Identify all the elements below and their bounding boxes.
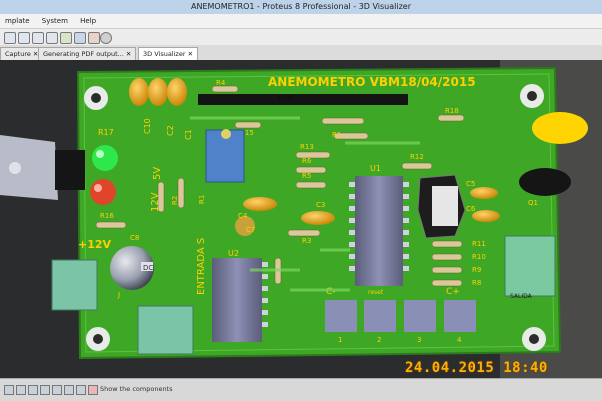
svg-text:4: 4 bbox=[457, 336, 462, 344]
svg-text:R12: R12 bbox=[410, 153, 424, 161]
svg-text:C-: C- bbox=[326, 287, 336, 297]
svg-text:1: 1 bbox=[338, 336, 342, 344]
svg-text:5V: 5V bbox=[152, 167, 163, 180]
view-icon[interactable] bbox=[4, 385, 14, 395]
open-icon[interactable] bbox=[18, 32, 30, 44]
svg-text:SALIDA: SALIDA bbox=[510, 293, 533, 300]
menu-help[interactable]: Help bbox=[80, 17, 97, 25]
svg-text:R16: R16 bbox=[100, 212, 114, 220]
svg-text:C1: C1 bbox=[184, 129, 193, 140]
components-icon[interactable] bbox=[88, 385, 98, 395]
svg-text:R17: R17 bbox=[98, 128, 114, 137]
tab-bar: Capture ✕ Generating PDF output... ✕ 3D … bbox=[0, 45, 602, 61]
schematic-icon[interactable] bbox=[60, 32, 72, 44]
layout-icon[interactable] bbox=[74, 32, 86, 44]
svg-text:12V: 12V bbox=[150, 192, 161, 212]
svg-text:ENTRADA S: ENTRADA S bbox=[196, 238, 207, 295]
view-icon[interactable] bbox=[40, 385, 50, 395]
lcd-header bbox=[198, 94, 408, 105]
window-title: ANEMOMETRO1 - Proteus 8 Professional - 3… bbox=[0, 0, 602, 14]
svg-text:R4: R4 bbox=[216, 79, 226, 87]
svg-text:R6: R6 bbox=[302, 157, 312, 165]
svg-text:C6: C6 bbox=[466, 205, 476, 213]
svg-text:J: J bbox=[117, 291, 120, 299]
tab-pdf-output[interactable]: Generating PDF output... ✕ bbox=[38, 47, 137, 60]
view-icon[interactable] bbox=[16, 385, 26, 395]
entrada-connector bbox=[137, 305, 194, 355]
svg-text:C10: C10 bbox=[143, 118, 152, 134]
mounting-hole-icon bbox=[84, 84, 546, 351]
view-icon[interactable] bbox=[76, 385, 86, 395]
camera-datestamp: 24.04.2015 18:40 bbox=[405, 360, 548, 376]
svg-text:R1: R1 bbox=[198, 195, 206, 204]
menu-template[interactable]: mplate bbox=[5, 17, 30, 25]
svg-text:C3: C3 bbox=[316, 201, 325, 209]
svg-text:R8: R8 bbox=[472, 279, 481, 287]
svg-text:R1: R1 bbox=[332, 131, 341, 139]
sensor-black-icon bbox=[519, 168, 571, 196]
svg-text:LCD1: LCD1 bbox=[278, 95, 294, 102]
svg-text:3: 3 bbox=[417, 336, 421, 344]
save-icon[interactable] bbox=[32, 32, 44, 44]
view-icon[interactable] bbox=[28, 385, 38, 395]
tab-label: 3D Visualizer bbox=[143, 50, 186, 58]
svg-text:U1: U1 bbox=[370, 164, 381, 173]
electrolytic-capacitor bbox=[110, 246, 154, 290]
sensor-yellow-icon bbox=[532, 112, 588, 144]
ic-u1 bbox=[355, 176, 403, 286]
svg-text:R2: R2 bbox=[171, 196, 179, 205]
tab-capture[interactable]: Capture ✕ bbox=[0, 47, 44, 60]
new-icon[interactable] bbox=[4, 32, 16, 44]
svg-text:Q1: Q1 bbox=[528, 199, 538, 207]
svg-text:C2: C2 bbox=[166, 125, 175, 136]
view-icon[interactable] bbox=[64, 385, 74, 395]
svg-text:C7: C7 bbox=[246, 226, 255, 234]
svg-text:R3: R3 bbox=[302, 237, 311, 245]
ic-u2 bbox=[212, 258, 262, 342]
help-icon[interactable] bbox=[100, 32, 112, 44]
svg-text:+12V: +12V bbox=[78, 238, 112, 251]
tab-3d-visualizer[interactable]: 3D Visualizer ✕ bbox=[138, 47, 199, 60]
bom-icon[interactable] bbox=[88, 32, 100, 44]
board-title: ANEMOMETRO VBM18/04/2015 bbox=[268, 75, 476, 89]
svg-text:R11: R11 bbox=[472, 240, 486, 248]
led-green-icon bbox=[92, 145, 118, 171]
home-icon[interactable] bbox=[46, 32, 58, 44]
status-text: Show the components bbox=[100, 385, 173, 393]
svg-text:C5: C5 bbox=[466, 180, 475, 188]
svg-text:R9: R9 bbox=[472, 266, 481, 274]
svg-text:R18: R18 bbox=[445, 107, 459, 115]
output-connector bbox=[504, 235, 556, 297]
button-pads bbox=[325, 300, 476, 332]
toolbar bbox=[0, 29, 602, 46]
svg-text:C8: C8 bbox=[130, 234, 139, 242]
view-icon[interactable] bbox=[52, 385, 62, 395]
3d-viewport[interactable]: ANEMOMETRO VBM18/04/2015 LCD1 C10 C2 C1 … bbox=[0, 60, 602, 378]
svg-text:R15: R15 bbox=[240, 129, 254, 137]
svg-text:reset: reset bbox=[368, 289, 384, 296]
svg-text:C+: C+ bbox=[446, 287, 460, 297]
pcb-render: ANEMOMETRO VBM18/04/2015 LCD1 C10 C2 C1 … bbox=[0, 60, 602, 378]
menu-bar: mplate System Help bbox=[0, 14, 602, 29]
led-red-icon bbox=[90, 179, 116, 205]
svg-text:DC: DC bbox=[143, 264, 153, 272]
svg-text:R10: R10 bbox=[472, 253, 486, 261]
tab-label: Capture bbox=[5, 50, 31, 58]
menu-system[interactable]: System bbox=[41, 17, 68, 25]
svg-text:U2: U2 bbox=[228, 249, 239, 258]
input-connector bbox=[51, 259, 98, 311]
svg-text:R5: R5 bbox=[302, 172, 311, 180]
voltage-regulator bbox=[0, 135, 58, 200]
tab-label: Generating PDF output... bbox=[43, 50, 124, 58]
svg-text:R13: R13 bbox=[300, 143, 314, 151]
svg-text:2: 2 bbox=[377, 336, 381, 344]
status-bar: Show the components bbox=[0, 378, 602, 401]
svg-text:C4: C4 bbox=[238, 212, 248, 220]
